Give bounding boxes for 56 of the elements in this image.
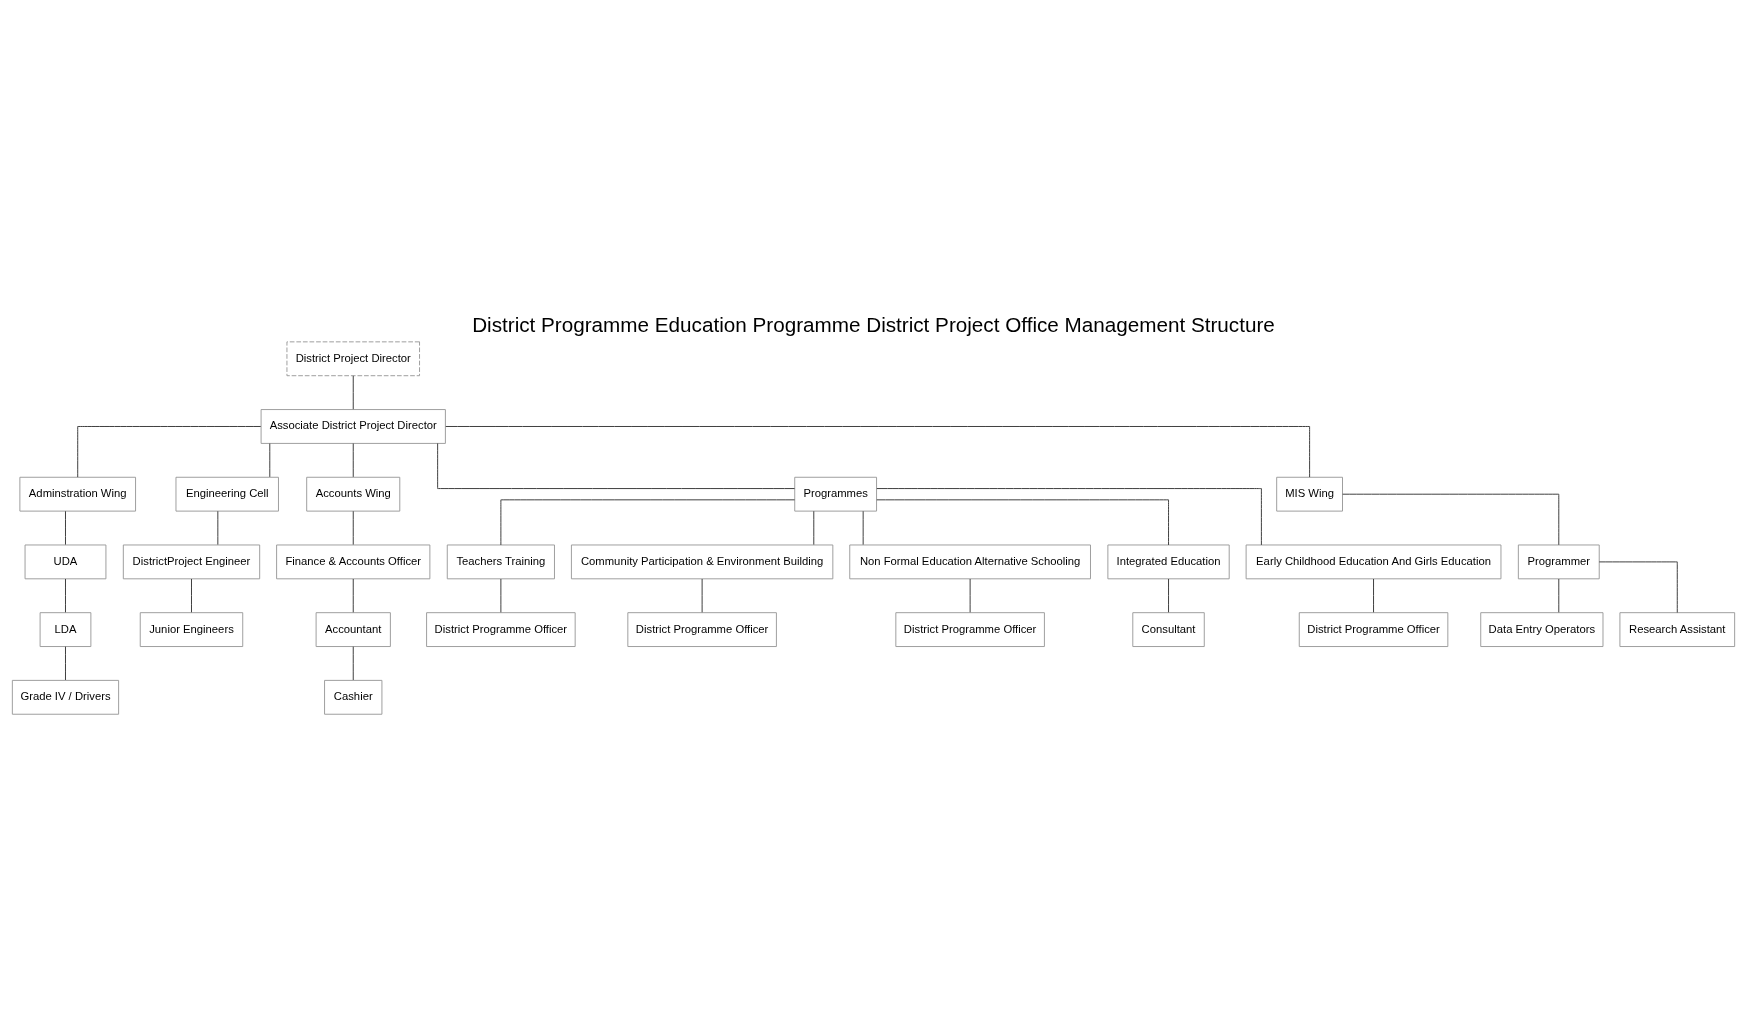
node-box: Finance & Accounts Officer	[276, 544, 431, 579]
node-box: Data Entry Operators	[1480, 611, 1604, 647]
connector	[65, 645, 66, 680]
connector	[876, 498, 1169, 545]
node-box: MIS Wing	[1276, 476, 1343, 512]
node-box: Engineering Cell	[175, 476, 279, 512]
connector	[500, 498, 796, 545]
node-box: Programmes	[794, 476, 878, 512]
node-box: District Programme Officer	[426, 611, 576, 647]
node-box: Community Participation & Environment Building	[570, 544, 834, 579]
connector	[813, 510, 815, 545]
node-box: District Programme Officer	[1298, 611, 1449, 647]
node-box: Associate District Project Director	[260, 408, 446, 444]
node-box: Programmer	[1517, 544, 1600, 579]
node-box: Early Childhood Education And Girls Education	[1245, 544, 1502, 579]
connector	[445, 425, 1311, 478]
connector	[969, 578, 971, 613]
node-box: Accounts Wing	[306, 476, 401, 512]
connector	[217, 510, 219, 545]
diagram-title: District Programme Education Programme District Project Office Management Structure	[472, 312, 1275, 336]
node-box: Junior Engineers	[139, 611, 244, 647]
node-box: Grade IV / Drivers	[11, 679, 120, 715]
connector	[862, 510, 864, 545]
connector	[876, 487, 1262, 545]
connector	[1598, 560, 1678, 613]
node-box: UDA	[24, 544, 107, 579]
node-box: District Project Director	[286, 340, 420, 376]
node-box: Accountant	[315, 611, 391, 647]
connector	[1342, 493, 1560, 545]
connector	[437, 442, 796, 489]
connector	[701, 578, 703, 613]
connector	[77, 425, 262, 478]
connector	[1168, 578, 1169, 613]
connector	[269, 442, 271, 477]
connector	[352, 442, 354, 477]
connector	[352, 510, 354, 545]
node-box: Cashier	[324, 679, 383, 715]
node-box: LDA	[39, 611, 92, 647]
connector	[1558, 578, 1560, 613]
connector	[500, 578, 502, 613]
node-box: District Programme Officer	[895, 611, 1045, 647]
node-box: District Programme Officer	[627, 611, 777, 647]
node-box: Non Formal Education Alternative Schooling	[849, 544, 1091, 579]
node-box: Integrated Education	[1107, 544, 1230, 579]
connector	[65, 578, 66, 613]
connector	[191, 578, 192, 613]
connector	[65, 510, 66, 545]
node-box: Adminstration Wing	[19, 476, 136, 512]
connector	[352, 374, 354, 410]
node-box: DistrictProject Engineer	[122, 544, 261, 579]
node-box: Consultant	[1132, 611, 1205, 647]
connector	[352, 645, 354, 680]
connector	[1373, 578, 1374, 613]
node-box: Research Assistant	[1619, 611, 1736, 647]
connector	[352, 578, 354, 613]
node-box: Teachers Training	[446, 544, 555, 579]
